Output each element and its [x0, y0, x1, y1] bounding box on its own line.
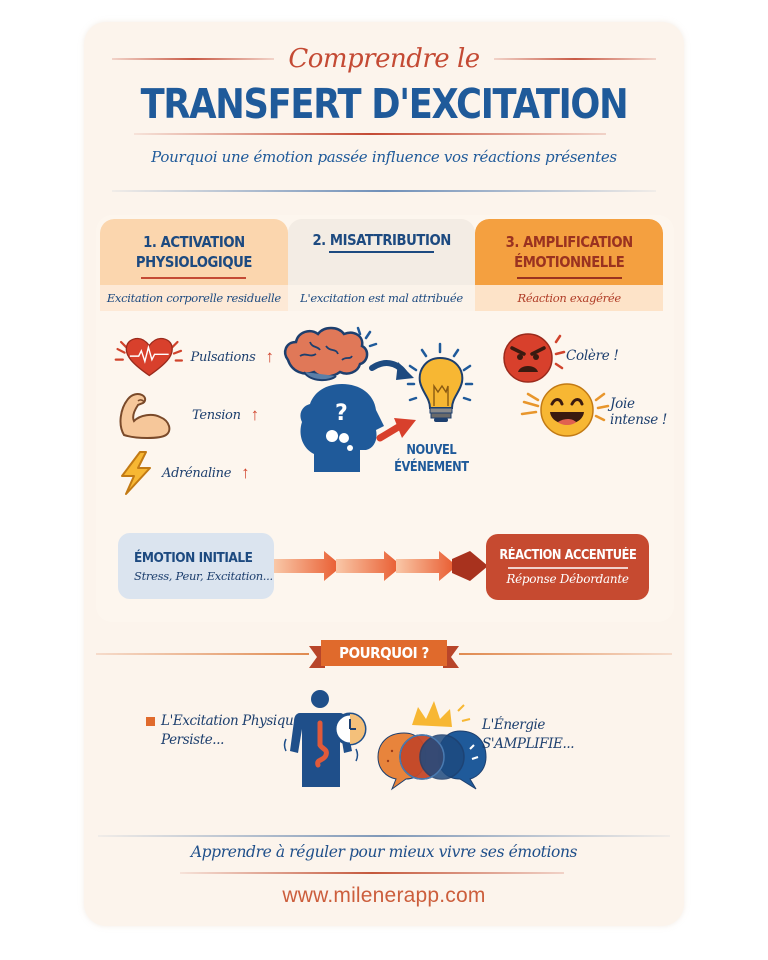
- muscle-arm-icon: [119, 393, 171, 439]
- why-banner-label: POURQUOI ?: [339, 644, 429, 662]
- energy-bubbles-icon: [377, 701, 487, 791]
- burst-icon: [412, 701, 471, 727]
- step-title-line2: ÉMOTIONNELLE: [514, 253, 625, 271]
- step-description: Excitation corporelle residuelle: [100, 285, 288, 311]
- why-section-header: POURQUOI ?: [96, 639, 672, 669]
- divider: [112, 58, 275, 60]
- emotions-illustration: Colère ! Joie intense !: [500, 328, 680, 438]
- tagline-underline: [180, 872, 564, 874]
- new-event-label: NOUVEL ÉVÉNEMENT: [394, 443, 469, 475]
- head-question-icon: ?: [300, 384, 384, 472]
- reaction-title: RÉACTION ACCENTUÉE: [498, 548, 637, 564]
- lightning-icon: [121, 451, 151, 495]
- flow-arrows-icon: [274, 551, 488, 581]
- divider: [112, 190, 656, 192]
- kicker-text: Comprendre le: [288, 44, 480, 74]
- angry-face-icon: [503, 333, 566, 383]
- physiology-list: Pulsations ↑ Tension ↑ Adrénaline ↑: [114, 328, 274, 502]
- initial-emotion-box: ÉMOTION INITIALE Stress, Peur, Excitatio…: [118, 533, 274, 599]
- accentuated-reaction-box: RÉACTION ACCENTUÉE Réponse Débordante: [486, 534, 649, 600]
- step-misattribution: 2. MISATTRIBUTION L'excitation est mal a…: [287, 219, 476, 311]
- divider: [493, 58, 656, 60]
- list-item: Pulsations ↑: [114, 328, 274, 386]
- reaction-subtitle: Réponse Débordante: [506, 571, 629, 586]
- page-subtitle: Pourquoi une émotion passée influence vo…: [151, 148, 617, 166]
- divider: [459, 653, 672, 655]
- step-underline: [141, 277, 247, 279]
- arrow-up-icon: ↑: [241, 463, 250, 482]
- step-title-line2: PHYSIOLOGIQUE: [135, 253, 253, 271]
- body-clock-icon: [283, 690, 367, 787]
- bullet-square-icon: [146, 717, 155, 726]
- step-underline: [328, 251, 435, 253]
- lightbulb-icon: [406, 342, 474, 422]
- arrow-up-icon: ↑: [250, 405, 260, 424]
- arrow-up-icon: ↑: [265, 347, 275, 366]
- laughing-face-icon: [520, 383, 610, 437]
- website-link[interactable]: www.milenerapp.com: [282, 884, 486, 907]
- list-item: Tension ↑: [114, 386, 274, 444]
- step-title-line1: 1. ACTIVATION: [143, 233, 245, 251]
- steps-header: 1. ACTIVATION PHYSIOLOGIQUE Excitation c…: [100, 219, 664, 311]
- step-title-line1: 3. AMPLIFICATION: [505, 233, 634, 251]
- initial-emotion-examples: Stress, Peur, Excitation...: [134, 568, 273, 583]
- step-title-line1: 2. MISATTRIBUTION: [312, 231, 451, 249]
- brain-icon: [284, 326, 369, 382]
- divider: [507, 567, 628, 569]
- initial-emotion-title: ÉMOTION INITIALE: [134, 549, 253, 566]
- physiology-label: Pulsations: [190, 349, 256, 365]
- divider: [96, 653, 309, 655]
- kicker-row: Comprendre le: [112, 44, 656, 74]
- emotion-label-joy: Joie intense !: [610, 396, 668, 428]
- step-amplification: 3. AMPLIFICATION ÉMOTIONNELLE Réaction e…: [475, 219, 664, 311]
- title-underline: [134, 133, 606, 135]
- physiology-label: Tension: [192, 407, 241, 423]
- list-item: Adrénaline ↑: [114, 444, 274, 502]
- why-ribbon: POURQUOI ?: [309, 638, 459, 670]
- divider: [98, 835, 670, 837]
- page-title: TRANSFERT D'EXCITATION: [140, 80, 629, 128]
- physiology-label: Adrénaline: [162, 465, 232, 481]
- misattribution-illustration: ?: [284, 326, 474, 472]
- step-description: Réaction exagérée: [475, 285, 664, 311]
- step-description: L'excitation est mal attribuée: [287, 285, 476, 311]
- emotion-label-anger: Colère !: [566, 348, 619, 364]
- why-point-amplifies: L'Énergie S'AMPLIFIE...: [482, 717, 575, 752]
- step-underline: [516, 277, 622, 279]
- infographic-card: Comprendre le TRANSFERT D'EXCITATION Pou…: [84, 22, 684, 926]
- tagline: Apprendre à réguler pour mieux vivre ses…: [190, 843, 578, 861]
- heart-icon: [114, 337, 184, 377]
- step-activation: 1. ACTIVATION PHYSIOLOGIQUE Excitation c…: [100, 219, 288, 311]
- svg-text:?: ?: [335, 401, 348, 426]
- why-point-persists: L'Excitation Physique Persiste...: [146, 712, 301, 750]
